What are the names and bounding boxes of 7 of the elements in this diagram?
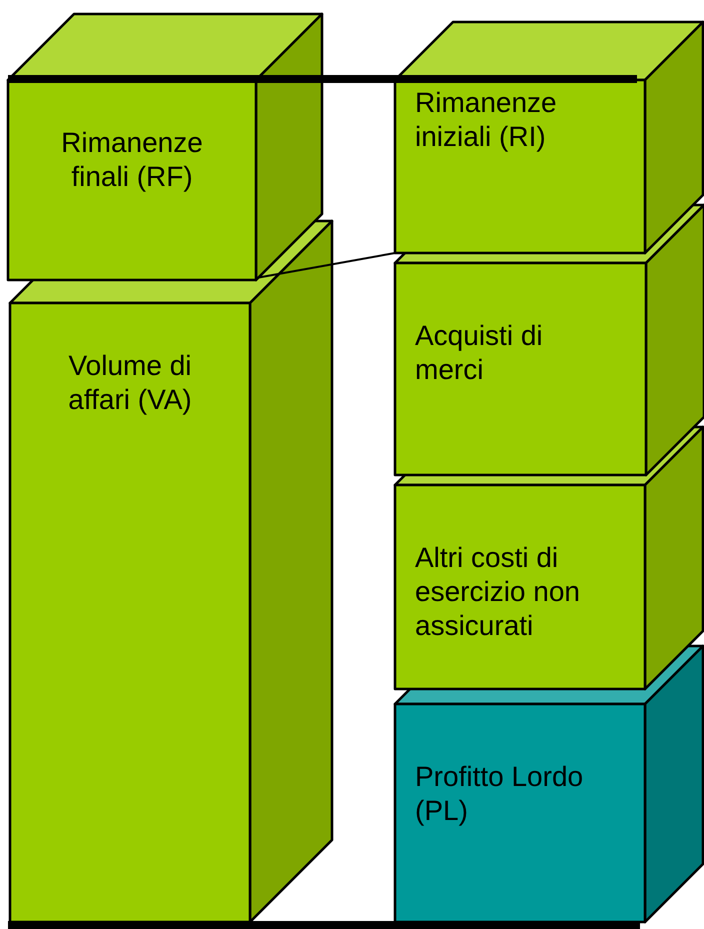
block-label: Rimanenze iniziali (RI) xyxy=(415,86,558,154)
block-label: Acquisti di merci xyxy=(415,319,544,387)
block-label: Altri costi di esercizio non assicurati xyxy=(415,541,581,643)
connector-line xyxy=(256,252,396,279)
block-label: Volume di affari (VA) xyxy=(67,349,193,417)
block-label: Rimanenze finali (RF) xyxy=(60,126,204,194)
block-label: Profitto Lordo (PL) xyxy=(415,760,584,828)
